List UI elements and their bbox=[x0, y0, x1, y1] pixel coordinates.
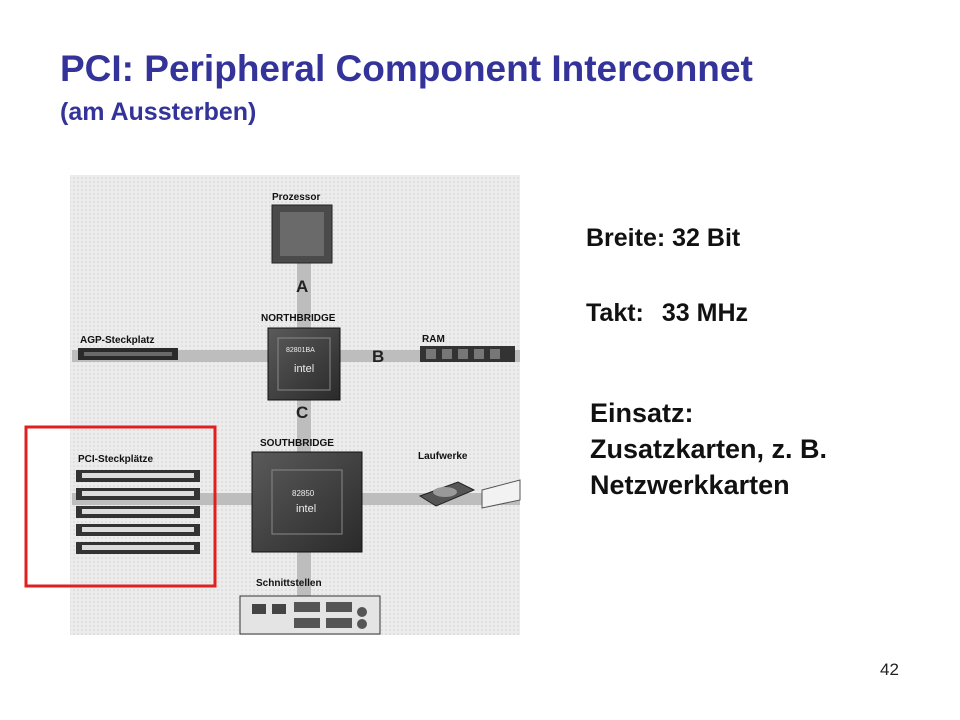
pci-slots-label: PCI-Steckplätze bbox=[78, 454, 153, 465]
hard-drive-icon bbox=[418, 481, 476, 507]
processor-label: Prozessor bbox=[272, 192, 320, 203]
page-number: 42 bbox=[880, 660, 899, 679]
bus-c-label: C bbox=[296, 403, 308, 422]
usage-heading: Einsatz: bbox=[590, 398, 694, 428]
bus-width-label: Breite: bbox=[586, 224, 666, 252]
processor-chip bbox=[271, 204, 333, 264]
bus-width-spec: Breite: 32 Bit bbox=[586, 224, 740, 253]
ram-module bbox=[420, 346, 515, 362]
pci-slots bbox=[76, 470, 200, 554]
slide-subtitle: (am Aussterben) bbox=[60, 98, 257, 126]
interfaces-label: Schnittstellen bbox=[256, 578, 322, 589]
usage-line-2: Netzwerkkarten bbox=[590, 470, 790, 500]
northbridge-chip bbox=[267, 327, 341, 401]
drives-label: Laufwerke bbox=[418, 451, 468, 462]
northbridge-intel-logo: intel bbox=[294, 363, 314, 375]
northbridge-chip-number: 82801BA bbox=[286, 347, 315, 354]
clock-spec: Takt: 33 MHz bbox=[586, 299, 748, 328]
ram-label: RAM bbox=[422, 334, 445, 345]
clock-label: Takt: bbox=[586, 299, 644, 327]
southbridge-label: SOUTHBRIDGE bbox=[260, 438, 334, 449]
northbridge-label: NORTHBRIDGE bbox=[261, 313, 336, 324]
bus-a-label: A bbox=[296, 277, 308, 296]
cd-drive-icon bbox=[481, 479, 521, 509]
agp-slot bbox=[78, 348, 178, 360]
pci-highlight-box bbox=[24, 425, 217, 588]
southbridge-chip-number: 82850 bbox=[292, 489, 315, 498]
usage-block: Einsatz: Zusatzkarten, z. B. Netzwerkkar… bbox=[590, 395, 827, 503]
agp-label: AGP-Steckplatz bbox=[80, 335, 154, 346]
slide-title: PCI: Peripheral Component Interconnet bbox=[60, 48, 753, 89]
clock-value: 33 MHz bbox=[661, 299, 749, 327]
bus-width-value: 32 Bit bbox=[672, 224, 741, 252]
bus-b-label: B bbox=[372, 347, 384, 366]
io-panel bbox=[239, 595, 381, 635]
southbridge-chip bbox=[251, 451, 363, 553]
usage-line-1: Zusatzkarten, z. B. bbox=[590, 434, 828, 464]
southbridge-intel-logo: intel bbox=[296, 503, 316, 515]
